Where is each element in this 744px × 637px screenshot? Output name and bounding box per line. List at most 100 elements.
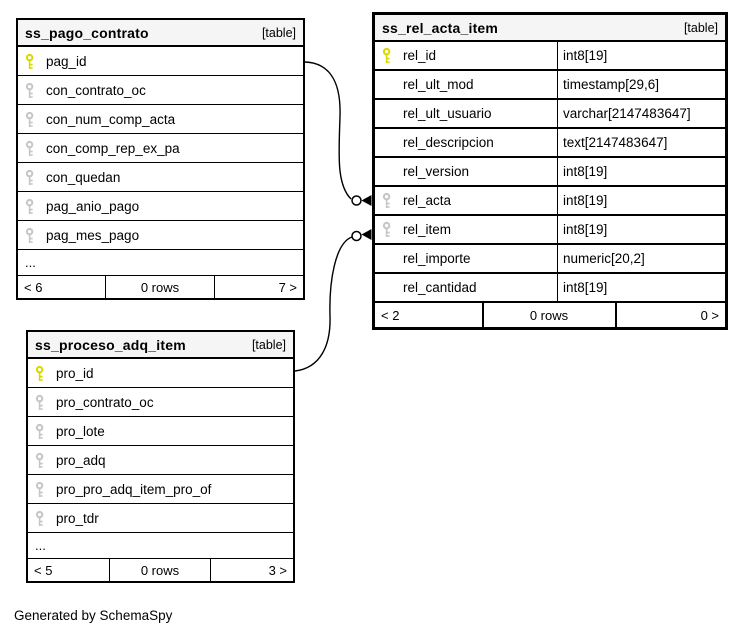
- table-ss-rel-acta-item: ss_rel_acta_item [table] rel_id int8[19]…: [372, 12, 728, 330]
- column-name: rel_cantidad: [403, 280, 477, 295]
- foreign-key-icon: [25, 140, 34, 156]
- column-type: text[2147483647]: [557, 129, 725, 156]
- column-name: con_num_comp_acta: [46, 111, 176, 127]
- column-name: pro_lote: [56, 423, 105, 439]
- table-header: ss_pago_contrato [table]: [18, 20, 303, 47]
- column-name: rel_item: [403, 222, 452, 237]
- table-row[interactable]: pro_lote: [28, 417, 293, 446]
- related-tables-left-count: < 2: [375, 303, 484, 327]
- foreign-key-icon: [35, 481, 44, 497]
- column-name: con_quedan: [46, 169, 121, 185]
- table-row[interactable]: rel_item int8[19]: [375, 216, 725, 245]
- foreign-key-icon: [35, 452, 44, 468]
- row-count: 0 rows: [106, 276, 215, 298]
- column-type: numeric[20,2]: [557, 245, 725, 272]
- foreign-key-icon: [25, 169, 34, 185]
- table-row[interactable]: rel_cantidad int8[19]: [375, 274, 725, 303]
- column-name: rel_descripcion: [403, 135, 494, 150]
- foreign-key-icon: [25, 227, 34, 243]
- column-name: pro_tdr: [56, 510, 99, 526]
- table-row[interactable]: rel_descripcion text[2147483647]: [375, 129, 725, 158]
- table-title[interactable]: ss_pago_contrato: [25, 24, 149, 41]
- column-name: con_contrato_oc: [46, 82, 146, 98]
- primary-key-icon: [25, 53, 34, 69]
- column-name: pro_id: [56, 365, 94, 381]
- table-header: ss_proceso_adq_item [table]: [28, 332, 293, 359]
- column-name: con_comp_rep_ex_pa: [46, 140, 180, 156]
- relationship-curve-pag-id-rel-acta: [304, 61, 352, 200]
- table-row[interactable]: pro_pro_adq_item_pro_of: [28, 475, 293, 504]
- table-footer: < 5 0 rows 3 >: [28, 559, 293, 581]
- generated-by-note: Generated by SchemaSpy: [14, 608, 173, 623]
- column-name: rel_id: [403, 48, 437, 63]
- crow-arrowhead-icon: [361, 229, 372, 240]
- column-type: timestamp[29,6]: [557, 71, 725, 98]
- table-row[interactable]: rel_ult_mod timestamp[29,6]: [375, 71, 725, 100]
- crow-arrowhead-icon: [361, 195, 372, 206]
- table-row[interactable]: rel_id int8[19]: [375, 42, 725, 71]
- table-ss-proceso-adq-item: ss_proceso_adq_item [table] pro_id pro_c…: [26, 330, 295, 583]
- foreign-key-icon: [382, 221, 391, 237]
- table-row[interactable]: con_comp_rep_ex_pa: [18, 134, 303, 163]
- foreign-key-icon: [25, 82, 34, 98]
- table-title[interactable]: ss_proceso_adq_item: [35, 336, 186, 353]
- column-name: pag_mes_pago: [46, 227, 140, 243]
- table-row[interactable]: rel_version int8[19]: [375, 158, 725, 187]
- foreign-key-icon: [382, 192, 391, 208]
- table-footer: < 2 0 rows 0 >: [375, 303, 725, 327]
- table-tag: [table]: [251, 337, 286, 352]
- table-row[interactable]: pro_id: [28, 359, 293, 388]
- column-type: varchar[2147483647]: [557, 100, 725, 127]
- column-name: pro_contrato_oc: [56, 394, 154, 410]
- related-tables-right-count: 3 >: [268, 562, 287, 578]
- ellipsis-row: ...: [28, 533, 293, 559]
- table-row[interactable]: con_quedan: [18, 163, 303, 192]
- table-footer: < 6 0 rows 7 >: [18, 276, 303, 298]
- zero-one-circle-icon: [351, 195, 362, 206]
- column-type: int8[19]: [557, 187, 725, 214]
- related-tables-left-count: < 5: [28, 559, 111, 581]
- table-row[interactable]: pro_tdr: [28, 504, 293, 533]
- related-tables-right-count: 7 >: [278, 279, 297, 295]
- column-name: rel_importe: [403, 251, 471, 266]
- foreign-key-icon: [25, 111, 34, 127]
- column-name: pro_pro_adq_item_pro_of: [56, 481, 212, 497]
- table-row[interactable]: con_num_comp_acta: [18, 105, 303, 134]
- column-name: pro_adq: [56, 452, 106, 468]
- foreign-key-icon: [25, 198, 34, 214]
- row-count: 0 rows: [110, 559, 211, 581]
- foreign-key-icon: [35, 510, 44, 526]
- table-row[interactable]: pro_contrato_oc: [28, 388, 293, 417]
- column-name: pag_id: [46, 53, 87, 69]
- table-row[interactable]: pag_mes_pago: [18, 221, 303, 250]
- foreign-key-icon: [35, 423, 44, 439]
- table-row[interactable]: pro_adq: [28, 446, 293, 475]
- row-count: 0 rows: [484, 303, 617, 327]
- table-row[interactable]: pag_anio_pago: [18, 192, 303, 221]
- table-header: ss_rel_acta_item [table]: [375, 15, 725, 42]
- ellipsis-row: ...: [18, 250, 303, 276]
- table-row[interactable]: con_contrato_oc: [18, 76, 303, 105]
- column-name: pag_anio_pago: [46, 198, 140, 214]
- table-tag: [table]: [261, 25, 296, 40]
- foreign-key-icon: [35, 394, 44, 410]
- column-type: int8[19]: [557, 274, 725, 301]
- column-type: int8[19]: [557, 216, 725, 243]
- column-name: rel_ult_usuario: [403, 106, 492, 121]
- table-row[interactable]: rel_ult_usuario varchar[2147483647]: [375, 100, 725, 129]
- primary-key-icon: [382, 47, 391, 63]
- table-title[interactable]: ss_rel_acta_item: [382, 19, 499, 36]
- table-row[interactable]: rel_acta int8[19]: [375, 187, 725, 216]
- column-name: rel_ult_mod: [403, 77, 474, 92]
- table-row[interactable]: pag_id: [18, 47, 303, 76]
- column-name: rel_acta: [403, 193, 452, 208]
- column-type: int8[19]: [557, 158, 725, 185]
- column-name: rel_version: [403, 164, 470, 179]
- column-type: int8[19]: [557, 42, 725, 69]
- zero-one-circle-icon: [351, 230, 362, 242]
- table-row[interactable]: rel_importe numeric[20,2]: [375, 245, 725, 274]
- table-tag: [table]: [683, 20, 718, 35]
- related-tables-right-count: 0 >: [700, 307, 719, 323]
- primary-key-icon: [35, 365, 44, 381]
